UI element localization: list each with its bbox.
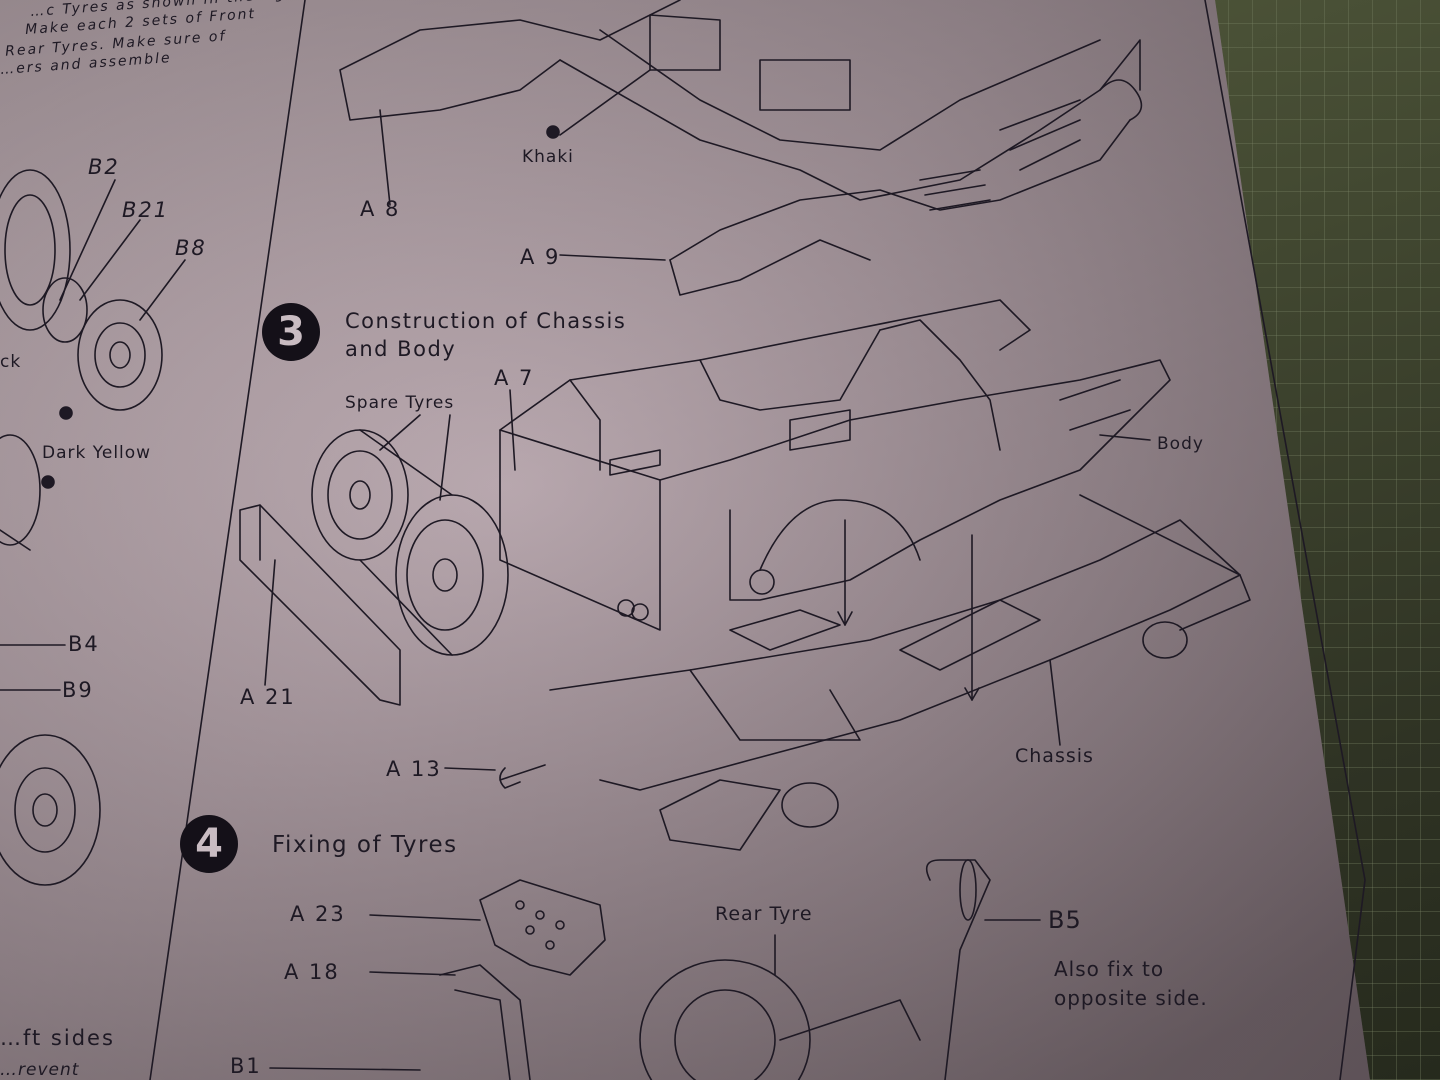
note-line-1: Also fix to <box>1054 957 1165 981</box>
part-label-b21: B21 <box>122 198 170 222</box>
part-label-b8: B8 <box>175 236 207 260</box>
label-chassis: Chassis <box>1015 745 1094 767</box>
paint-label-dark-yellow: Dark Yellow <box>42 443 152 463</box>
part-label-a21: A 21 <box>240 685 296 709</box>
page-border-line <box>1204 0 1366 1080</box>
left-text-prevent: …revent <box>0 1060 80 1080</box>
step4-drawing <box>269 859 1041 1080</box>
step-3-title-line-2: and Body <box>345 337 457 361</box>
a21-plate-drawing <box>239 504 401 706</box>
part-label-a13: A 13 <box>386 757 442 781</box>
part-label-b5: B5 <box>1048 906 1082 934</box>
chassis-drawing <box>499 494 1251 851</box>
step-3-number-badge: 3 <box>262 303 320 361</box>
part-label-a23: A 23 <box>290 902 346 926</box>
label-body: Body <box>1157 434 1204 454</box>
part-label-b9: B9 <box>62 678 94 702</box>
step-4-title: Fixing of Tyres <box>272 832 458 858</box>
left-wheel-drawings <box>0 169 186 886</box>
part-label-b4: B4 <box>68 632 100 656</box>
part-label-a18: A 18 <box>284 960 340 984</box>
label-rear-tyre: Rear Tyre <box>715 903 813 925</box>
left-label-ck: ck <box>0 352 22 372</box>
spare-tyres-drawing <box>311 429 509 656</box>
part-label-a7: A 7 <box>494 366 535 390</box>
part-label-b2: B2 <box>88 155 120 179</box>
left-text-sides: …ft sides <box>0 1026 115 1050</box>
step-4-number-badge: 4 <box>180 815 238 873</box>
step-3-title-line-1: Construction of Chassis <box>345 309 627 333</box>
upper-body-drawing <box>339 0 1143 296</box>
part-label-a8: A 8 <box>360 197 401 221</box>
column-divider-line <box>149 0 306 1080</box>
label-spare-tyres: Spare Tyres <box>345 393 455 413</box>
part-label-a9: A 9 <box>520 245 561 269</box>
paint-label-khaki: Khaki <box>522 147 574 167</box>
part-label-b1: B1 <box>230 1054 262 1078</box>
note-line-2: opposite side. <box>1054 986 1208 1010</box>
body-tub-drawing <box>499 299 1171 631</box>
step-3-title: Construction of Chassis and Body <box>345 307 665 363</box>
